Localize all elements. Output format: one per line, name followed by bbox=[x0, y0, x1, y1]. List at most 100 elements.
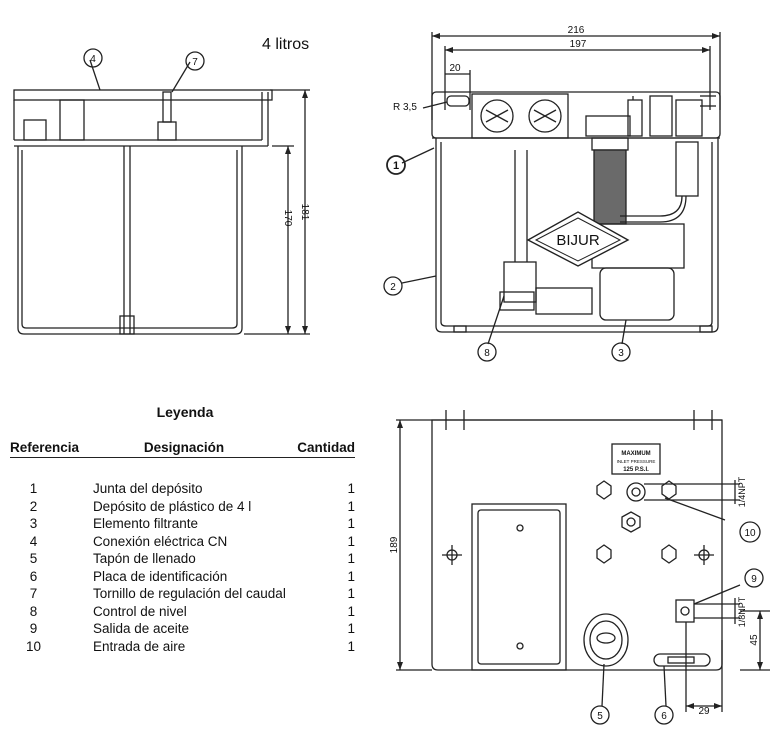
legend-ref: 7 bbox=[29, 586, 38, 601]
legend-designation: Conexión eléctrica CN bbox=[92, 533, 228, 549]
dim-total-height: 181 bbox=[299, 204, 310, 221]
legend-designation: Entrada de aire bbox=[92, 638, 186, 654]
capacity-label: 4 litros bbox=[262, 36, 310, 53]
callout-5: 5 bbox=[597, 711, 603, 722]
callout-7: 7 bbox=[192, 57, 198, 68]
front-level-control bbox=[503, 261, 537, 303]
back-view bbox=[396, 410, 770, 712]
legend-qty: 1 bbox=[347, 586, 355, 601]
callout-2: 2 bbox=[390, 282, 396, 293]
callout-1: 1 bbox=[393, 160, 399, 172]
legend-row: 8 Control de nivel 1 bbox=[10, 603, 355, 621]
callout-1-circle bbox=[386, 155, 406, 175]
legend-qty: 1 bbox=[347, 603, 355, 619]
callout-4-circle bbox=[83, 48, 103, 68]
legend-qty: 1 bbox=[347, 498, 355, 514]
legend-row: 7 Tornillo de regulación del caudal 1 bbox=[10, 585, 355, 603]
legend-ref: 3 bbox=[29, 516, 38, 531]
callout-10: 10 bbox=[744, 528, 756, 539]
legend-designation: Tornillo de regulación del caudal bbox=[92, 586, 286, 601]
legend-header-ref: Referencia bbox=[10, 440, 80, 455]
bijur-logo bbox=[526, 211, 630, 267]
crosshairs bbox=[442, 545, 714, 565]
dim-oil-thread: 1/8NPT bbox=[737, 596, 747, 627]
callout-5-circle bbox=[590, 705, 610, 725]
pressure-plate bbox=[611, 443, 661, 475]
front-knob-left bbox=[480, 99, 514, 133]
dim-inner-width: 197 bbox=[570, 39, 587, 50]
dim-back-height: 189 bbox=[389, 536, 400, 553]
legend-row: 10 Entrada de aire 1 bbox=[10, 638, 355, 656]
legend-ref: 6 bbox=[29, 568, 38, 584]
oil-outlet-fitting bbox=[675, 599, 695, 623]
legend-row: 4 Conexión eléctrica CN 1 bbox=[10, 533, 355, 551]
legend-qty: 1 bbox=[347, 638, 355, 654]
legend-designation: Control de nivel bbox=[92, 603, 187, 619]
callout-9: 9 bbox=[751, 574, 757, 585]
id-plate-back bbox=[653, 653, 711, 667]
legend-row: 1 Junta del depósito 1 bbox=[10, 480, 355, 498]
pressure-line1: MAXIMUM bbox=[621, 451, 650, 457]
legend-designation: Junta del depósito bbox=[92, 481, 203, 496]
pressure-line3: 125 P.S.I. bbox=[623, 467, 649, 473]
back-panel bbox=[431, 419, 723, 671]
legend-ref: 9 bbox=[29, 621, 38, 636]
side-flow-screw bbox=[162, 91, 172, 123]
legend-ref: 1 bbox=[29, 481, 38, 496]
dim-offset-45: 45 bbox=[749, 634, 760, 646]
callout-7-circle bbox=[185, 51, 205, 71]
legend-row: 5 Tapón de llenado 1 bbox=[10, 550, 355, 568]
front-filter-element bbox=[593, 149, 627, 225]
callout-8: 8 bbox=[484, 348, 490, 359]
hex-nuts bbox=[596, 480, 677, 564]
callout-10-circle bbox=[739, 521, 761, 543]
legend-designation: Elemento filtrante bbox=[92, 516, 198, 531]
legend-header-qty: Cantidad bbox=[297, 440, 355, 455]
dim-tank-height: 170 bbox=[282, 210, 293, 227]
legend-designation: Depósito de plástico de 4 l bbox=[92, 498, 252, 514]
side-cap-center bbox=[59, 99, 85, 141]
legend-table: Referencia Designación Cantidad 1 Junta d… bbox=[10, 440, 355, 655]
callout-2-circle bbox=[383, 276, 403, 296]
callout-3-circle bbox=[611, 342, 631, 362]
callout-9-circle bbox=[744, 568, 764, 588]
legend-qty: 1 bbox=[347, 533, 355, 549]
front-view bbox=[431, 32, 721, 333]
callout-8-circle bbox=[477, 342, 497, 362]
callout-6-circle bbox=[654, 705, 674, 725]
legend-title: Leyenda bbox=[156, 404, 214, 420]
pressure-line2: INLET PRESSURE bbox=[617, 459, 656, 464]
back-cover-plate bbox=[471, 503, 567, 671]
side-cap-left bbox=[23, 119, 47, 141]
legend-header-designation: Designación bbox=[143, 440, 225, 455]
legend-ref: 4 bbox=[29, 533, 38, 549]
legend-qty: 1 bbox=[347, 551, 355, 566]
side-top-plate bbox=[13, 89, 273, 101]
dim-air-thread: 1/4NPT bbox=[737, 476, 747, 507]
legend-ref: 5 bbox=[29, 551, 38, 566]
legend-qty: 1 bbox=[347, 481, 355, 496]
dim-total-width: 216 bbox=[568, 25, 585, 36]
legend-designation: Tapón de llenado bbox=[92, 551, 196, 566]
callout-6: 6 bbox=[661, 711, 667, 722]
callout-4: 4 bbox=[90, 54, 96, 65]
front-knob-right bbox=[528, 99, 562, 133]
front-tank-body bbox=[435, 138, 719, 333]
filler-cap bbox=[583, 613, 629, 667]
legend-header-row: Referencia Designación Cantidad bbox=[10, 440, 355, 458]
legend-designation: Placa de identificación bbox=[92, 568, 228, 584]
dim-offset-29: 29 bbox=[698, 706, 710, 717]
legend-qty: 1 bbox=[347, 621, 355, 636]
side-view bbox=[13, 59, 310, 335]
legend-qty: 1 bbox=[347, 568, 355, 584]
legend-ref: 8 bbox=[29, 603, 38, 619]
legend-ref: 10 bbox=[25, 638, 41, 654]
legend-row: 6 Placa de identificación 1 bbox=[10, 568, 355, 586]
dim-radius: R 3,5 bbox=[393, 102, 417, 113]
callout-3: 3 bbox=[618, 348, 624, 359]
